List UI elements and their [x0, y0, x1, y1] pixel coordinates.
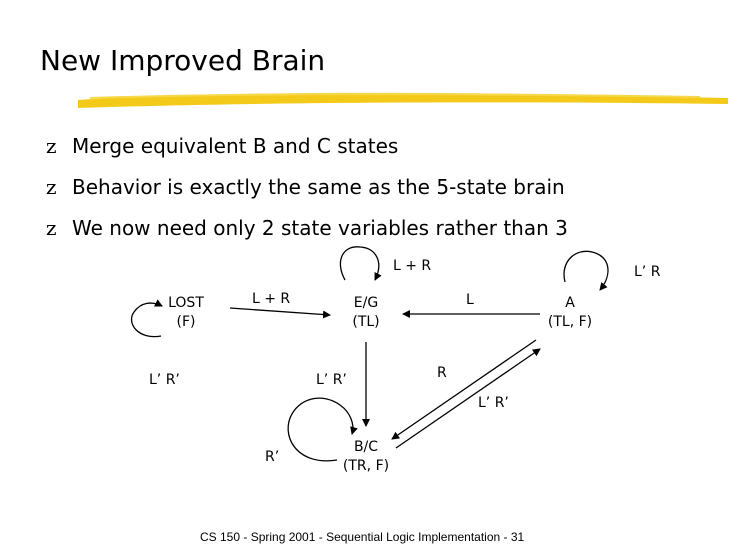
transition-bc-self-label: R’	[265, 449, 279, 465]
state-bc-output: (TR, F)	[343, 458, 389, 474]
state-bc: B/C (TR, F)	[343, 439, 389, 474]
transition-bc-to-a	[395, 348, 541, 449]
state-a: A (TL, F)	[548, 295, 592, 330]
state-eg: E/G (TL)	[352, 295, 379, 330]
bullet-item: z Merge equivalent B and C states	[46, 130, 568, 171]
transition-a-to-bc-label: R	[437, 365, 447, 381]
transition-a-self	[563, 250, 609, 291]
transition-lost-self-label: L’ R’	[149, 372, 180, 388]
transition-bc-to-a-label: L’ R’	[478, 395, 509, 411]
state-lost-output: (F)	[177, 314, 196, 330]
transition-lost-to-eg	[229, 307, 331, 319]
bullet-text: Behavior is exactly the same as the 5-st…	[72, 175, 565, 199]
title-underline	[78, 92, 728, 108]
title-underline-streak	[89, 93, 701, 99]
bullet-icon: z	[46, 175, 57, 199]
state-bc-name: B/C	[354, 439, 378, 455]
state-eg-name: E/G	[354, 295, 378, 311]
transition-a-to-bc	[391, 339, 537, 440]
state-eg-output: (TL)	[352, 314, 379, 330]
bullet-text: Merge equivalent B and C states	[72, 134, 399, 158]
bullet-icon: z	[46, 134, 57, 158]
transition-eg-self-label: L + R	[393, 258, 431, 274]
bullet-item: z Behavior is exactly the same as the 5-s…	[46, 171, 568, 212]
transition-lost-self	[130, 299, 163, 338]
bullet-text: We now need only 2 state variables rathe…	[72, 216, 568, 240]
transition-eg-to-bc-label: L’ R’	[316, 372, 347, 388]
state-lost-name: LOST	[168, 295, 204, 311]
state-a-name: A	[565, 295, 575, 311]
slide-footer: CS 150 - Spring 2001 - Sequential Logic …	[200, 530, 525, 544]
bullet-item: z We now need only 2 state variables rath…	[46, 212, 568, 253]
page-title: New Improved Brain	[40, 44, 326, 77]
transition-a-self-label: L’ R	[634, 264, 661, 280]
transition-bc-self	[287, 397, 358, 462]
transition-lost-to-eg-label: L + R	[252, 291, 290, 307]
state-lost: LOST (F)	[168, 295, 204, 330]
transition-a-to-eg-label: L	[466, 292, 474, 308]
state-a-output: (TL, F)	[548, 314, 592, 330]
transition-eg-self	[339, 246, 382, 281]
bullet-icon: z	[46, 216, 57, 240]
